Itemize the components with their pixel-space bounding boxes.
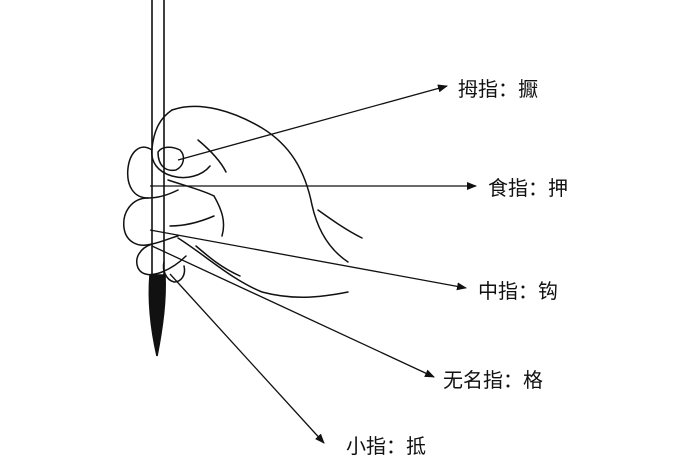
index-finger bbox=[126, 146, 179, 199]
wrist-contour bbox=[317, 209, 363, 239]
brush bbox=[148, 0, 166, 357]
knuckle-creases bbox=[195, 195, 241, 277]
hand bbox=[123, 105, 363, 298]
palm-contour bbox=[177, 237, 349, 298]
middle-finger-inner bbox=[169, 215, 215, 227]
pointer-little bbox=[169, 273, 325, 444]
pointer-middle bbox=[149, 229, 467, 291]
index-finger-inner bbox=[167, 179, 215, 197]
middle-finger bbox=[123, 197, 179, 246]
label-index-finger: 食指：押 bbox=[488, 176, 568, 200]
hand-back-contour bbox=[171, 105, 349, 263]
thumb-nail bbox=[157, 146, 185, 172]
little-finger bbox=[162, 261, 186, 283]
ring-finger bbox=[136, 243, 187, 276]
label-thumb: 拇指：擫 bbox=[458, 77, 538, 101]
brush-shaft bbox=[151, 0, 165, 275]
label-little-finger: 小指：抵 bbox=[346, 434, 426, 458]
thumb-joint bbox=[197, 139, 227, 173]
pointer-thumb bbox=[177, 84, 448, 161]
pointer-ring bbox=[151, 245, 435, 378]
thumb bbox=[150, 109, 211, 179]
pointer-lines bbox=[149, 84, 477, 444]
label-ring-finger: 无名指：格 bbox=[443, 368, 543, 392]
brush-tip bbox=[148, 274, 166, 357]
label-middle-finger: 中指：钩 bbox=[478, 279, 558, 303]
